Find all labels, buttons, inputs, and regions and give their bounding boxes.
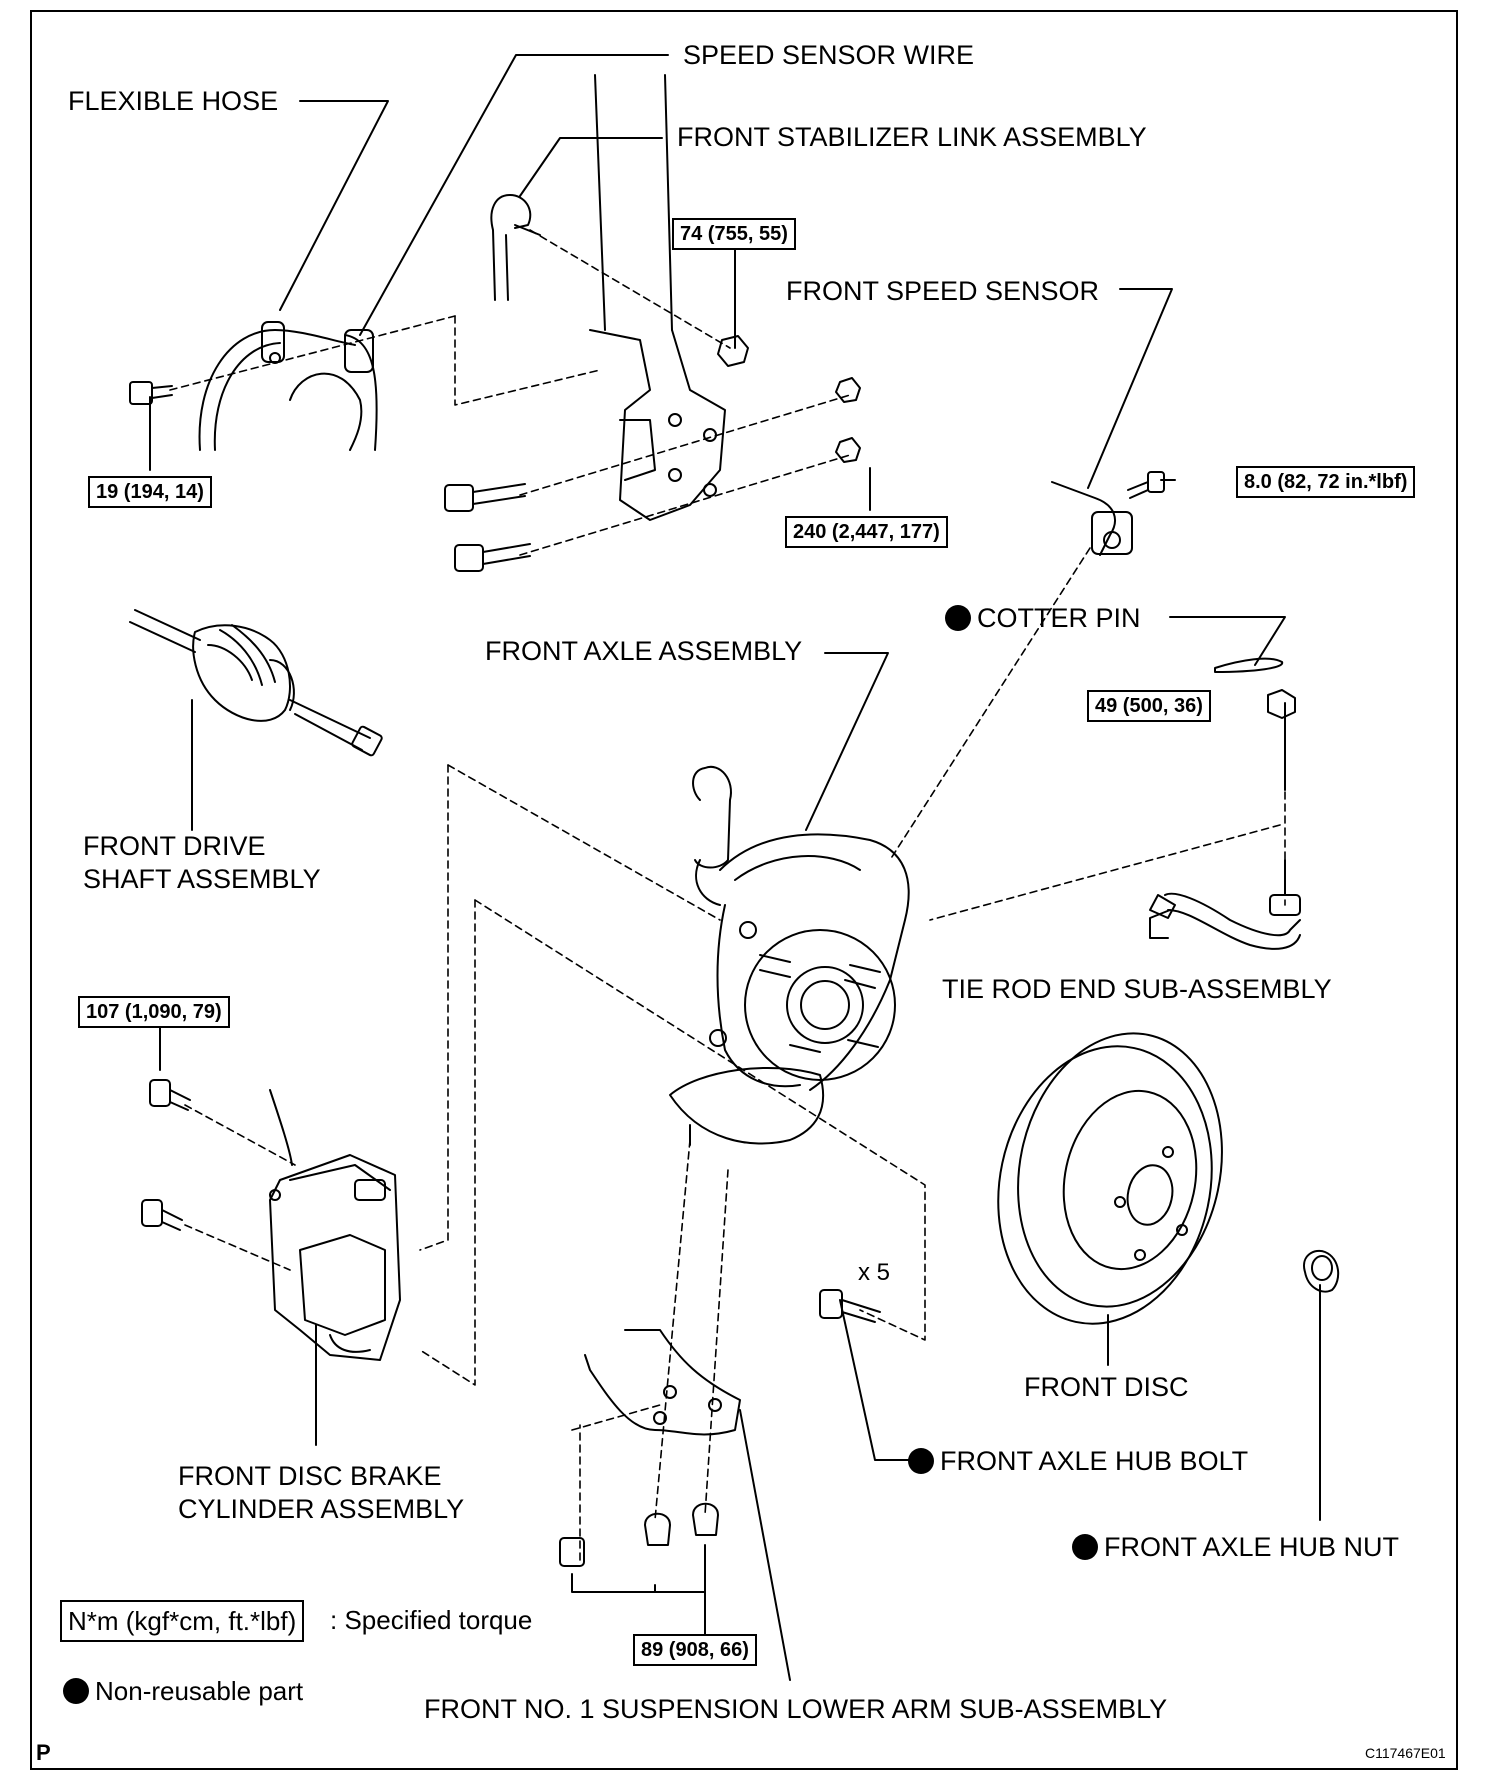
front-axle-assembly-part bbox=[669, 765, 910, 1146]
figure-id: C117467E01 bbox=[1365, 1745, 1446, 1761]
label-lower-arm: FRONT NO. 1 SUSPENSION LOWER ARM SUB-ASS… bbox=[424, 1694, 1168, 1724]
nonreusable-dot-icon bbox=[945, 605, 971, 631]
knuckle-nuts bbox=[835, 377, 861, 463]
label-front-drive-shaft: FRONT DRIVE SHAFT ASSEMBLY bbox=[83, 831, 321, 894]
diagram-frame bbox=[30, 10, 1458, 1770]
label-front-disc: FRONT DISC bbox=[1024, 1372, 1189, 1402]
label-cotter-pin: COTTER PIN bbox=[945, 603, 1141, 633]
torque-flex-hose-bolt: 19 (194, 14) bbox=[88, 476, 212, 508]
knuckle-bolts bbox=[444, 483, 531, 572]
leader-lines bbox=[149, 54, 1321, 1681]
tie-rod-nut bbox=[1267, 689, 1296, 719]
nonreusable-dot-icon bbox=[908, 1448, 934, 1474]
hub-bolt-text: FRONT AXLE HUB BOLT bbox=[940, 1446, 1249, 1476]
hub-nut-text: FRONT AXLE HUB NUT bbox=[1104, 1532, 1400, 1562]
nonreusable-dot-icon bbox=[1072, 1534, 1098, 1560]
hub-nut-part bbox=[1303, 1250, 1340, 1293]
stabilizer-nut bbox=[717, 335, 749, 367]
legend-torque-box: N*m (kgf*cm, ft.*lbf) bbox=[60, 1600, 305, 1642]
label-front-axle-assembly: FRONT AXLE ASSEMBLY bbox=[485, 636, 803, 666]
cotter-pin-text: COTTER PIN bbox=[977, 603, 1141, 633]
torque-tie-rod-nut: 49 (500, 36) bbox=[1087, 690, 1211, 722]
label-x5: x 5 bbox=[858, 1259, 891, 1286]
cotter-pin-part bbox=[1214, 657, 1284, 673]
label-front-speed-sensor: FRONT SPEED SENSOR bbox=[786, 276, 1100, 306]
front-disc-part bbox=[997, 1032, 1223, 1325]
disc-brake-cylinder-part bbox=[269, 1089, 401, 1361]
label-flexible-hose: FLEXIBLE HOSE bbox=[68, 86, 279, 116]
corner-mark: P bbox=[36, 1740, 51, 1765]
label-speed-sensor-wire: SPEED SENSOR WIRE bbox=[683, 40, 975, 70]
lower-arm-bolts bbox=[559, 1502, 719, 1567]
label-front-disc-brake-cylinder: FRONT DISC BRAKE CYLINDER ASSEMBLY bbox=[178, 1461, 465, 1524]
lower-arm-part bbox=[584, 1329, 741, 1436]
flex-hose-bolt bbox=[129, 381, 173, 405]
torque-caliper-bolts: 107 (1,090, 79) bbox=[78, 996, 230, 1028]
speed-sensor-bolt bbox=[1127, 471, 1165, 499]
torque-lower-arm-bolts: 89 (908, 66) bbox=[633, 1634, 757, 1666]
legend-torque-desc: : Specified torque bbox=[330, 1605, 533, 1635]
drive-shaft-part bbox=[129, 609, 383, 757]
hub-bolt-part bbox=[819, 1289, 881, 1323]
stabilizer-link-part bbox=[490, 194, 541, 301]
torque-speed-sensor-bolt: 8.0 (82, 72 in.*lbf) bbox=[1236, 466, 1416, 498]
flexible-hose-part bbox=[198, 321, 378, 451]
legend-nonreusable-text: Non-reusable part bbox=[95, 1676, 304, 1706]
tie-rod-end-part bbox=[1149, 859, 1301, 950]
alignment-lines bbox=[169, 229, 1286, 1561]
label-front-stabilizer-link: FRONT STABILIZER LINK ASSEMBLY bbox=[677, 122, 1147, 152]
strut-bracket-part bbox=[589, 74, 726, 521]
legend-nonreusable: Non-reusable part bbox=[63, 1676, 303, 1706]
label-tie-rod-end: TIE ROD END SUB-ASSEMBLY bbox=[942, 974, 1332, 1004]
torque-stabilizer-nut: 74 (755, 55) bbox=[672, 218, 796, 250]
nonreusable-dot-icon bbox=[63, 1678, 89, 1704]
torque-knuckle-bolts: 240 (2,447, 177) bbox=[785, 516, 948, 548]
label-front-axle-hub-bolt: FRONT AXLE HUB BOLT bbox=[908, 1446, 1248, 1476]
front-speed-sensor-part bbox=[1051, 481, 1133, 556]
caliper-bolts bbox=[141, 1079, 191, 1231]
label-front-axle-hub-nut: FRONT AXLE HUB NUT bbox=[1072, 1532, 1399, 1562]
